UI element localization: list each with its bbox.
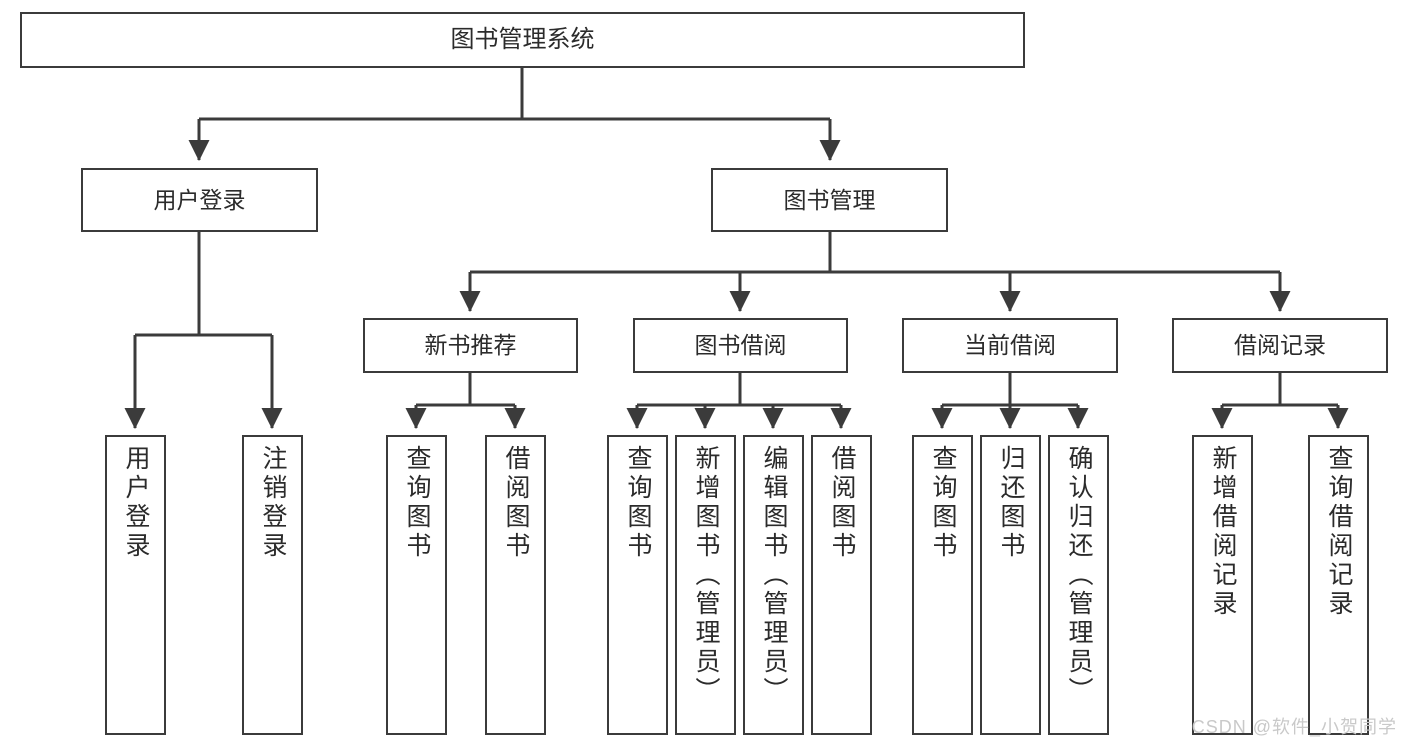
leaf-record-query-record[interactable]: 查询借阅记录	[1308, 435, 1369, 735]
node-current-borrow[interactable]: 当前借阅	[902, 318, 1118, 373]
node-label: 新增借阅记录	[1209, 445, 1237, 619]
leaf-user-login-logout[interactable]: 注销登录	[242, 435, 303, 735]
node-book-management[interactable]: 图书管理	[711, 168, 948, 232]
node-label: 借阅图书	[828, 445, 856, 561]
leaf-recommend-query-book[interactable]: 查询图书	[386, 435, 447, 735]
leaf-record-add-record[interactable]: 新增借阅记录	[1192, 435, 1253, 735]
node-label: 图书管理	[783, 186, 876, 213]
leaf-current-query-book[interactable]: 查询图书	[912, 435, 973, 735]
node-user-login[interactable]: 用户登录	[81, 168, 318, 232]
node-label: 新书推荐	[424, 332, 517, 359]
node-label: 编辑图书（管理员）	[760, 445, 788, 706]
node-label: 用户登录	[153, 186, 246, 213]
node-label: 确认归还（管理员）	[1065, 445, 1093, 706]
leaf-recommend-borrow-book[interactable]: 借阅图书	[485, 435, 546, 735]
node-label: 查询图书	[929, 445, 957, 561]
node-label: 新增图书（管理员）	[692, 445, 720, 706]
node-label: 查询图书	[403, 445, 431, 561]
node-label: 图书借阅	[694, 332, 787, 359]
node-label: 当前借阅	[964, 332, 1056, 359]
node-label: 借阅记录	[1234, 332, 1326, 359]
node-borrow-record[interactable]: 借阅记录	[1172, 318, 1388, 373]
leaf-current-confirm-return[interactable]: 确认归还（管理员）	[1048, 435, 1109, 735]
leaf-borrow-query-book[interactable]: 查询图书	[607, 435, 668, 735]
node-root-system[interactable]: 图书管理系统	[20, 12, 1025, 68]
leaf-borrow-edit-book[interactable]: 编辑图书（管理员）	[743, 435, 804, 735]
node-book-borrow[interactable]: 图书借阅	[633, 318, 848, 373]
leaf-user-login-login[interactable]: 用户登录	[105, 435, 166, 735]
node-label: 借阅图书	[502, 445, 530, 561]
leaf-current-return-book[interactable]: 归还图书	[980, 435, 1041, 735]
node-label: 归还图书	[997, 445, 1025, 561]
node-label: 用户登录	[122, 445, 150, 561]
node-label: 图书管理系统	[450, 26, 595, 54]
leaf-borrow-add-book[interactable]: 新增图书（管理员）	[675, 435, 736, 735]
node-label: 查询借阅记录	[1325, 445, 1353, 619]
node-label: 查询图书	[624, 445, 652, 561]
node-label: 注销登录	[259, 445, 287, 561]
watermark: CSDN @软件_小贺同学	[1191, 717, 1397, 737]
leaf-borrow-borrow-book[interactable]: 借阅图书	[811, 435, 872, 735]
node-new-book-recommend[interactable]: 新书推荐	[363, 318, 578, 373]
